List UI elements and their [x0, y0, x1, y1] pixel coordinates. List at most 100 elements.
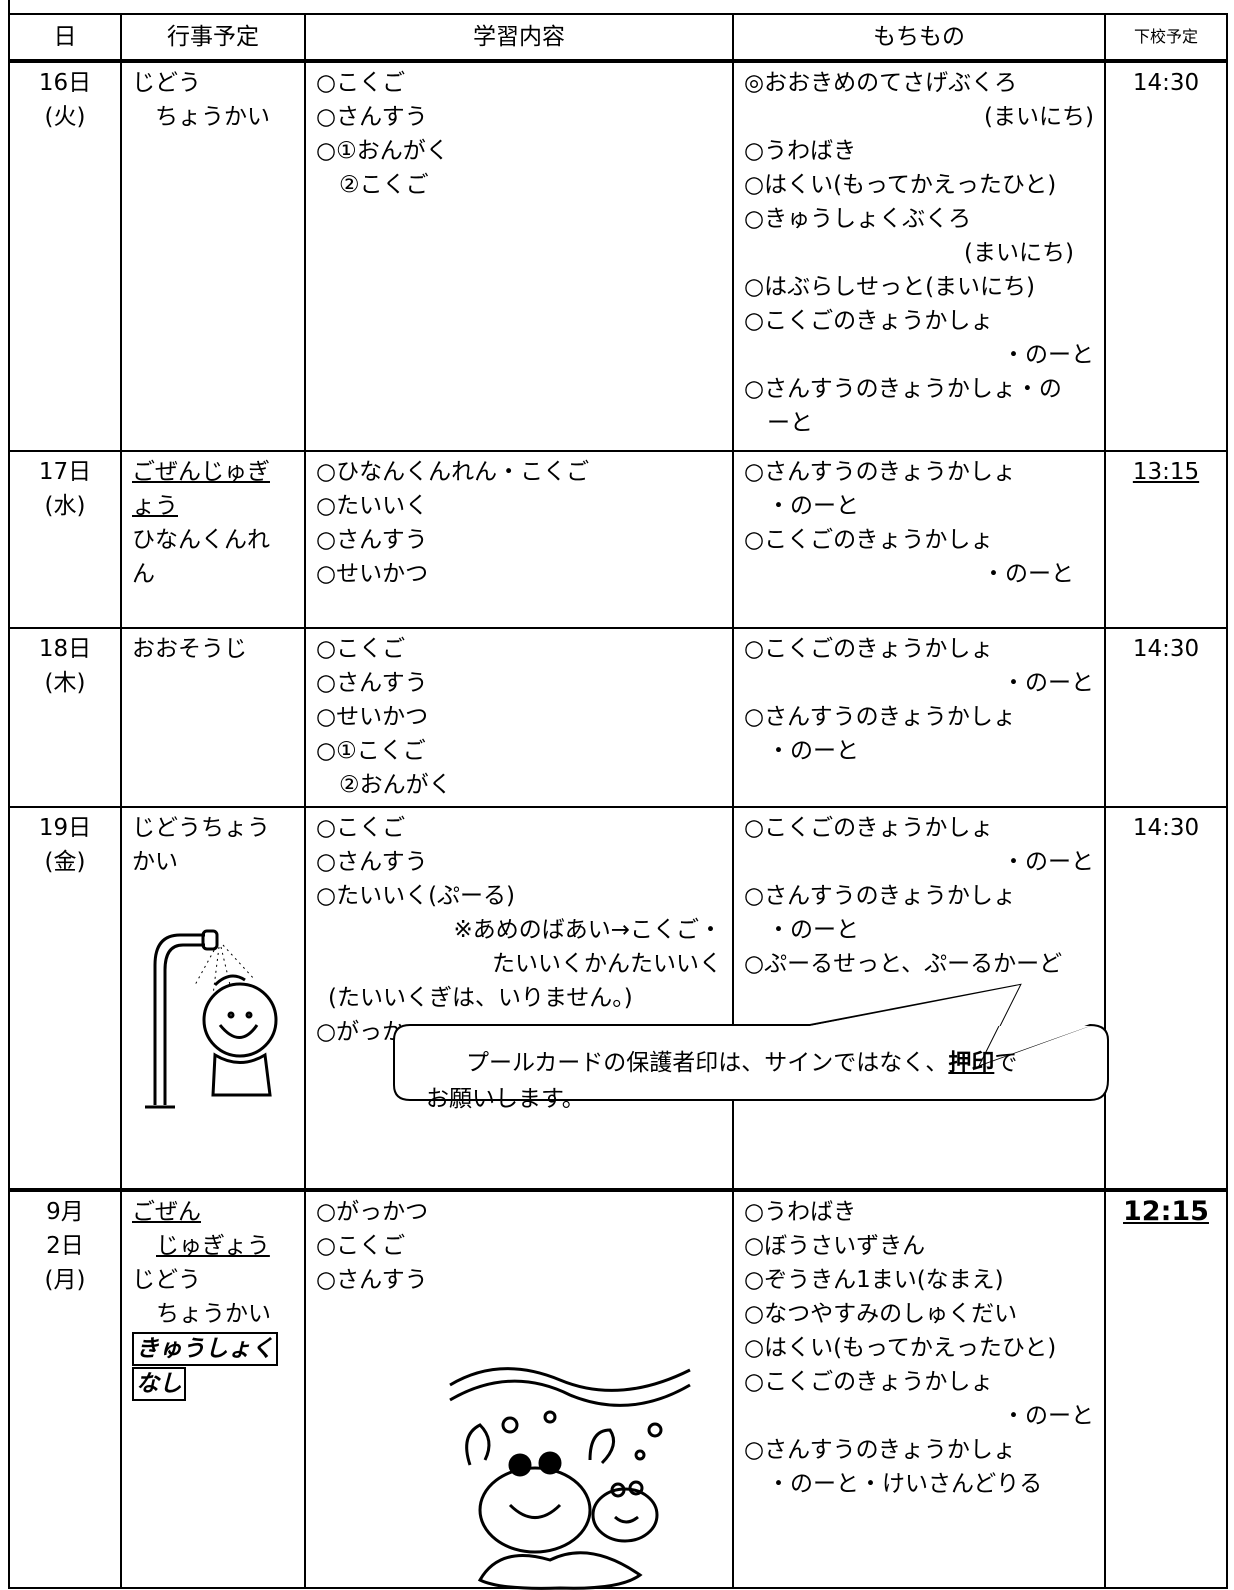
table-row: 9月 2日 (月) ごぜん じゅぎょう じどう ちょうかい きゅうしょく なし …	[8, 1188, 1228, 1589]
pool-card-notice: プールカードの保護者印は、サインではなく、押印で お願いします。	[402, 1045, 1092, 1117]
dismiss-time: 13:15	[1104, 450, 1228, 629]
study-cell: ○こくご ○さんすう ○せいかつ ○①こくご ②おんがく	[304, 627, 734, 808]
study-line: ○たいいく	[316, 493, 429, 519]
item-line: ○はぶらしせっと(まいにち)	[744, 274, 1036, 300]
dismiss-time: 14:30	[1104, 627, 1228, 808]
items-cell: ○こくごのきょうかしょ ・のーと ○さんすうのきょうかしょ ・のーと ○ぷーるせ…	[732, 806, 1106, 1191]
study-line: ○さんすう	[316, 104, 428, 130]
item-line: ○さんすうのきょうかしょ・の	[744, 376, 1062, 402]
no-lunch-label: きゅうしょく	[132, 1332, 278, 1366]
study-cell: ○こくご ○さんすう ○①おんがく ②こくご	[304, 60, 734, 452]
date-day: 17日	[38, 459, 92, 485]
item-line: ○さんすうのきょうかしょ	[744, 459, 1016, 485]
study-line: ○さんすう	[316, 670, 428, 696]
item-line: (まいにち)	[964, 240, 1074, 266]
dismiss-time-emphasis: 12:15	[1123, 1196, 1209, 1227]
item-line: ○さんすうのきょうかしょ	[744, 704, 1016, 730]
item-line: ○ぼうさいずきん	[744, 1233, 926, 1259]
header-study: 学習内容	[304, 13, 734, 63]
study-line: ○がっかつ	[316, 1199, 429, 1225]
notice-text: で	[994, 1050, 1018, 1076]
study-cell: ○こくご ○さんすう ○たいいく(ぷーる) ※あめのばあい→こくご・ たいいくか…	[304, 806, 734, 1191]
study-line: ○こくご	[316, 815, 406, 841]
event-line: じゅぎょう	[156, 1233, 270, 1259]
study-line: ○こくご	[316, 636, 406, 662]
dismiss-time: 12:15	[1104, 1188, 1228, 1589]
study-line: ○せいかつ	[316, 561, 429, 587]
event-line: じどう	[132, 1267, 201, 1293]
item-line: ○はくい(もってかえったひと)	[744, 1335, 1057, 1361]
header-date: 日	[8, 13, 122, 63]
item-line: ○はくい(もってかえったひと)	[744, 172, 1057, 198]
item-line: ○ぞうきん1まい(なまえ)	[744, 1267, 1004, 1293]
event-line: ちょうかい	[132, 104, 270, 130]
study-line: ○こくご	[316, 1233, 406, 1259]
item-line: ◎おおきめのてさげぶくろ	[744, 70, 1018, 96]
event-line: ごぜんじゅぎ	[132, 459, 270, 485]
table-row: 17日 (水) ごぜんじゅぎ ょう ひなんくんれ ん ○ひなんくんれん・こくご …	[8, 450, 1228, 629]
items-cell: ○こくごのきょうかしょ ・のーと ○さんすうのきょうかしょ ・のーと	[732, 627, 1106, 808]
event-line: ごぜん	[132, 1199, 201, 1225]
item-line: ○さんすうのきょうかしょ	[744, 1437, 1016, 1463]
study-line: ○こくご	[316, 70, 406, 96]
study-line: ○さんすう	[316, 1267, 428, 1293]
item-line: ・のーと	[744, 493, 859, 519]
study-line: ○さんすう	[316, 527, 428, 553]
event-line: おおそうじ	[132, 636, 247, 662]
date-month: 9月	[46, 1199, 84, 1225]
date-weekday: (水)	[44, 493, 86, 519]
event-line: ょう	[132, 493, 178, 519]
event-line: じどう	[132, 70, 201, 96]
items-cell: ○さんすうのきょうかしょ ・のーと ○こくごのきょうかしょ ・のーと	[732, 450, 1106, 629]
events-cell: じどう ちょうかい	[120, 60, 306, 452]
date-day: 16日	[38, 70, 92, 96]
top-left-rule	[8, 0, 10, 14]
table-row: 16日 (火) じどう ちょうかい ○こくご ○さんすう ○①おんがく ②こくご…	[8, 60, 1228, 452]
study-line: ○①こくご	[316, 738, 426, 764]
item-line: ・のーと・けいさんどりる	[744, 1471, 1043, 1497]
header-items: もちもの	[732, 13, 1106, 63]
item-line: ○きゅうしょくぶくろ	[744, 206, 972, 232]
crabs-illustration	[449, 1367, 691, 1590]
study-line: ②おんがく	[316, 772, 452, 798]
item-line: ○こくごのきょうかしょ	[744, 636, 994, 662]
item-line: ○うわばき	[744, 1199, 857, 1225]
dismiss-time: 14:30	[1104, 60, 1228, 452]
item-line: ○なつやすみのしゅくだい	[744, 1301, 1018, 1327]
item-line: ・のーと	[1002, 670, 1094, 696]
date-cell: 19日 (金)	[8, 806, 122, 1191]
study-cell: ○がっかつ ○こくご ○さんすう	[304, 1188, 734, 1589]
events-cell: じどうちょう かい	[120, 806, 306, 1191]
speech-bubble	[393, 983, 1109, 1101]
dismiss-time: 14:30	[1104, 806, 1228, 1191]
study-cell: ○ひなんくんれん・こくご ○たいいく ○さんすう ○せいかつ	[304, 450, 734, 629]
event-line: ちょうかい	[156, 1301, 271, 1327]
items-cell: ○うわばき ○ぼうさいずきん ○ぞうきん1まい(なまえ) ○なつやすみのしゅくだ…	[732, 1188, 1106, 1589]
study-line: ○たいいく(ぷーる)	[316, 883, 516, 909]
item-line: ○ぷーるせっと、ぷーるかーど	[744, 951, 1063, 977]
study-line: ○さんすう	[316, 849, 428, 875]
study-line: ○ひなんくんれん・こくご	[316, 459, 590, 485]
date-cell: 17日 (水)	[8, 450, 122, 629]
study-line: ②こくご	[316, 172, 429, 198]
events-cell: おおそうじ	[120, 627, 306, 808]
study-line: ※あめのばあい→こくご・	[453, 917, 722, 943]
event-line: じどうちょう	[132, 815, 270, 841]
date-day: 18日	[38, 636, 92, 662]
date-day: 19日	[38, 815, 92, 841]
study-line: たいいくかんたいいく	[492, 951, 722, 977]
event-line: ん	[132, 561, 155, 587]
date-cell: 18日 (木)	[8, 627, 122, 808]
table-row: 19日 (金) じどうちょう かい ○こくご ○さんすう ○たいいく(ぷーる) …	[8, 806, 1228, 1191]
date-weekday: (月)	[44, 1267, 86, 1293]
header-events: 行事予定	[120, 13, 306, 63]
weekly-schedule-table: 日 行事予定 学習内容 もちもの 下校予定 16日 (火) じどう ちょうかい …	[8, 13, 1228, 1589]
header-dismiss: 下校予定	[1104, 13, 1228, 63]
event-line: かい	[132, 849, 178, 875]
items-cell: ◎おおきめのてさげぶくろ (まいにち) ○うわばき ○はくい(もってかえったひと…	[732, 60, 1106, 452]
item-line: ○こくごのきょうかしょ	[744, 308, 994, 334]
shower-boy-illustration	[145, 929, 278, 1109]
events-cell: ごぜん じゅぎょう じどう ちょうかい きゅうしょく なし	[120, 1188, 306, 1589]
date-weekday: (金)	[44, 849, 86, 875]
item-line: ・のーと	[744, 738, 859, 764]
